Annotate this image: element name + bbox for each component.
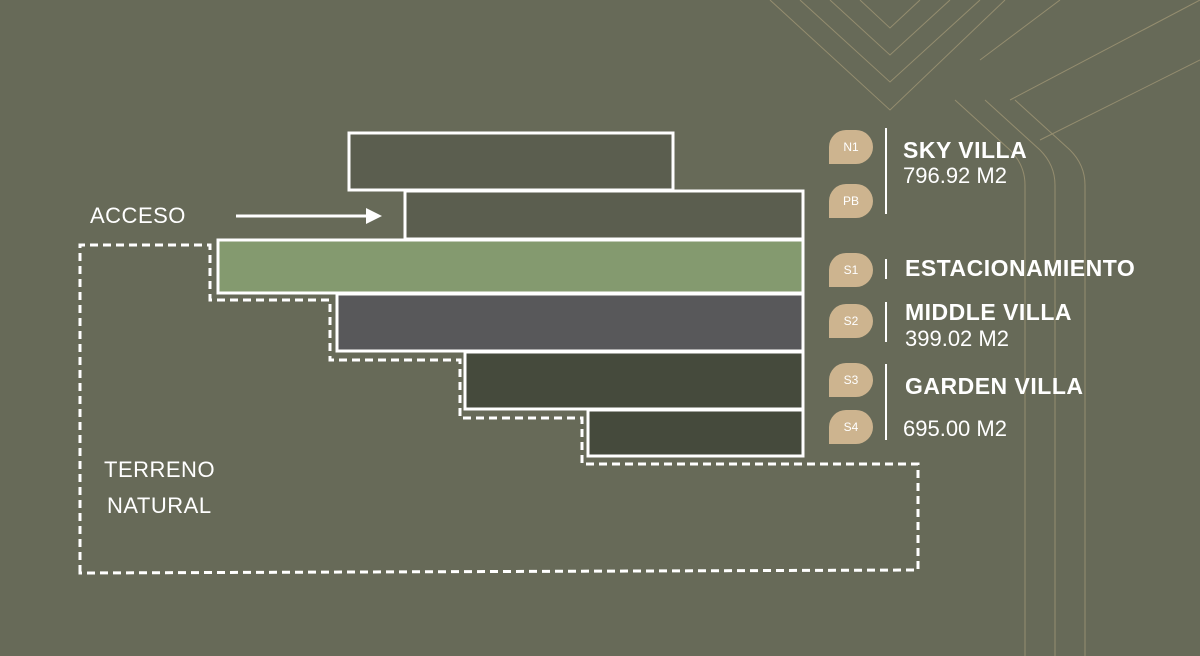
level-badge-s2: S2: [829, 304, 873, 338]
level-block-s2: [335, 292, 805, 353]
villa-area-middle: 399.02 M2: [905, 326, 1009, 351]
villa-area-garden: 695.00 M2: [903, 416, 1007, 441]
villa-name-garden: GARDEN VILLA: [905, 373, 1084, 399]
level-block-s3: [463, 350, 805, 411]
separator-garden-villa: [885, 364, 887, 440]
terrain-label-line2: NATURAL: [107, 493, 212, 518]
level-badge-s1: S1: [829, 253, 873, 287]
level-block-n1: [347, 131, 675, 192]
level-badge-pb: PB: [829, 184, 873, 218]
access-arrow-icon: [236, 208, 382, 224]
separator-sky-villa: [885, 128, 887, 214]
separator-middle-villa: [885, 302, 887, 342]
terrain-outline: [78, 243, 920, 575]
villa-area-sky: 796.92 M2: [903, 163, 1007, 188]
villa-name-estacionamiento: ESTACIONAMIENTO: [905, 255, 1136, 281]
level-badge-s4: S4: [829, 410, 873, 444]
villa-name-sky: SKY VILLA: [903, 137, 1028, 163]
access-label: ACCESO: [90, 203, 186, 228]
level-block-s4: [586, 408, 805, 458]
level-badge-s3: S3: [829, 363, 873, 397]
decorative-lines: [769, 0, 1200, 656]
level-badge-n1: N1: [829, 130, 873, 164]
villa-name-middle: MIDDLE VILLA: [905, 299, 1072, 325]
level-block-pb: [403, 189, 805, 241]
terrain-label-line1: TERRENO: [104, 457, 216, 482]
separator-estacionamiento: [885, 259, 887, 279]
level-block-s1: [216, 238, 805, 295]
